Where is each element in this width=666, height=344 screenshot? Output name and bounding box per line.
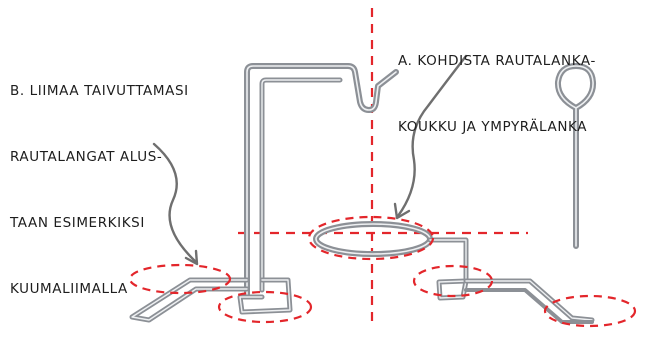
label-b-line-1: B. LIIMAA TAIVUTTAMASI: [10, 83, 189, 99]
arrow-b: [152, 142, 198, 264]
diagram-canvas: B. LIIMAA TAIVUTTAMASI RAUTALANGAT ALUS-…: [10, 6, 637, 328]
pointer-arrows: [152, 54, 468, 266]
arrow-a: [396, 54, 468, 218]
ring-wire-stand: [313, 221, 595, 324]
glue-marker-ring: [307, 215, 435, 261]
label-a-line-1: A. KOHDISTA RAUTALANKA-: [398, 53, 596, 69]
label-a-line-2: KOUKKU JA YMPYRÄLANKA: [398, 119, 588, 135]
label-a: A. KOHDISTA RAUTALANKA- KOUKKU JA YMPYRÄ…: [398, 6, 596, 182]
hook-wire-stand: [129, 63, 399, 323]
alignment-guides: [238, 8, 528, 322]
arrow-b-head: [184, 249, 199, 266]
glue-marker-left-base: [217, 290, 313, 324]
glue-point-markers: [128, 215, 637, 328]
glue-marker-right-base: [412, 264, 494, 298]
label-b-line-4: KUUMALIIMALLA: [10, 281, 128, 297]
label-b-line-3: TAAN ESIMERKIKSI: [10, 215, 145, 231]
arrow-a-head: [393, 202, 411, 220]
glue-marker-right-foot: [543, 294, 637, 328]
loop-pin-wire: [554, 63, 597, 249]
glue-marker-left-foot: [128, 263, 232, 295]
label-b-line-2: RAUTALANGAT ALUS-: [10, 149, 163, 165]
wire-diagram: [128, 8, 637, 328]
label-b: B. LIIMAA TAIVUTTAMASI RAUTALANGAT ALUS-…: [10, 36, 189, 344]
